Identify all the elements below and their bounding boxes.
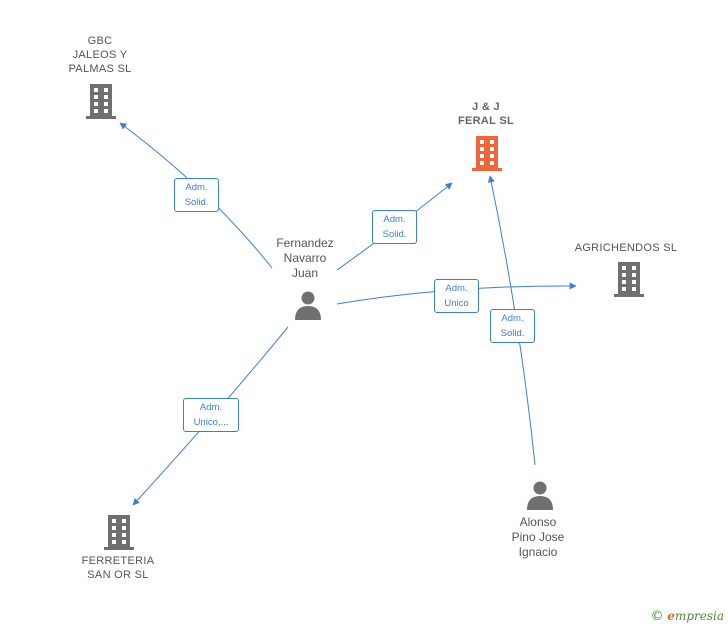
building-icon[interactable] [613, 261, 645, 297]
edge-label-fernandez-ferreteria[interactable]: Adm. Unico,... [183, 398, 239, 432]
company-label-agrichendos[interactable]: AGRICHENDOS SL [574, 242, 678, 254]
person-label-alonso[interactable]: Alonso Pino Jose Ignacio [511, 515, 565, 559]
person-icon[interactable] [525, 480, 555, 510]
company-label-jj[interactable]: J & J FERAL SL [458, 101, 514, 127]
brand-watermark: © empresia [650, 609, 724, 624]
edge-label-fernandez-agrichendos[interactable]: Adm. Unico [434, 279, 479, 313]
copyright-icon: © [650, 609, 664, 624]
building-icon[interactable] [471, 135, 503, 171]
person-label-fernandez[interactable]: Fernandez Navarro Juan [276, 236, 334, 280]
company-label-gbc[interactable]: GBC JALEOS Y PALMAS SL [68, 35, 132, 75]
edge-label-alonso-jj[interactable]: Adm. Solid. [490, 309, 535, 343]
company-label-ferreteria[interactable]: FERRETERIA SAN OR SL [81, 555, 155, 581]
brand-initial: e [667, 609, 675, 623]
person-icon[interactable] [293, 290, 323, 320]
brand-name: mpresia [674, 609, 724, 623]
edge-label-fernandez-jj[interactable]: Adm. Solid. [372, 210, 417, 244]
building-icon[interactable] [103, 514, 135, 550]
edge-label-fernandez-gbc[interactable]: Adm. Solid. [174, 178, 219, 212]
building-icon[interactable] [85, 83, 117, 119]
